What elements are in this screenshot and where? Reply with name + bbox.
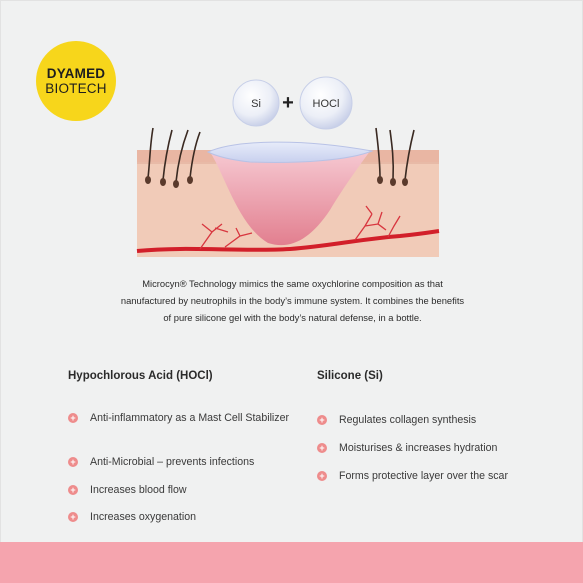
benefit-text: Anti-Microbial – prevents infections — [90, 456, 255, 468]
capillary-left — [199, 223, 253, 250]
hair-follicles-right — [375, 127, 415, 181]
list-item: + Increases blood flow — [68, 482, 298, 498]
footer-band — [0, 542, 583, 583]
logo-line-2: BIOTECH — [45, 81, 107, 96]
blood-vessel — [136, 229, 440, 253]
silicone-benefits-list: + Regulates collagen synthesis + Moisturis… — [317, 412, 567, 484]
list-item: + Anti-inflammatory as a Mast Cell Stabil… — [68, 410, 298, 446]
hocl-label: HOCl — [313, 98, 340, 110]
silicone-gel-layer — [206, 141, 374, 164]
list-item: + Moisturises & increases hydration — [317, 440, 567, 456]
plus-sign: + — [282, 92, 294, 114]
benefit-text: Increases oxygenation — [90, 511, 197, 523]
description-line-2: nanufactured by neutrophils in the body’… — [120, 295, 465, 306]
capillary-right — [354, 205, 401, 241]
plus-circle-icon: + — [317, 471, 327, 481]
benefit-text: Moisturises & increases hydration — [339, 442, 498, 454]
si-label: Si — [251, 98, 261, 110]
list-item: + Forms protective layer over the scar — [317, 468, 567, 484]
technology-description: Microcyn® Technology mimics the same oxy… — [80, 275, 505, 326]
description-line-3: of pure silicone gel with the body’s nat… — [163, 312, 422, 323]
description-line-1: Microcyn® Technology mimics the same oxy… — [142, 278, 443, 289]
hair-follicles-left — [147, 127, 201, 183]
si-bubble — [232, 79, 280, 127]
plus-circle-icon: + — [317, 443, 327, 453]
list-item: + Regulates collagen synthesis — [317, 412, 567, 428]
hocl-bubble — [299, 76, 353, 130]
benefit-text: Forms protective layer over the scar — [339, 470, 508, 482]
dyamed-logo: DYAMED BIOTECH — [36, 41, 116, 121]
hocl-column-title: Hypochlorous Acid (HOCl) — [68, 370, 213, 382]
hair-bulbs-right — [377, 176, 408, 186]
plus-circle-icon: + — [68, 457, 78, 467]
plus-circle-icon: + — [68, 485, 78, 495]
hair-bulbs-left — [145, 176, 193, 188]
benefit-text: Anti-inflammatory as a Mast Cell Stabili… — [90, 412, 289, 424]
skin-wound-diagram: Si + HOCl — [136, 76, 440, 257]
plus-circle-icon: + — [68, 512, 78, 522]
list-item: + Anti-Microbial – prevents infections — [68, 454, 298, 470]
benefit-text: Regulates collagen synthesis — [339, 414, 477, 426]
logo-line-1: DYAMED — [46, 66, 106, 81]
plus-circle-icon: + — [68, 413, 78, 423]
list-item: + Increases oxygenation — [68, 509, 298, 525]
wound-crater — [210, 151, 370, 246]
benefit-text: Increases blood flow — [90, 484, 187, 496]
hocl-benefits-list: + Anti-inflammatory as a Mast Cell Stabil… — [68, 410, 298, 525]
plus-circle-icon: + — [317, 415, 327, 425]
silicone-column-title: Silicone (Si) — [317, 370, 383, 382]
